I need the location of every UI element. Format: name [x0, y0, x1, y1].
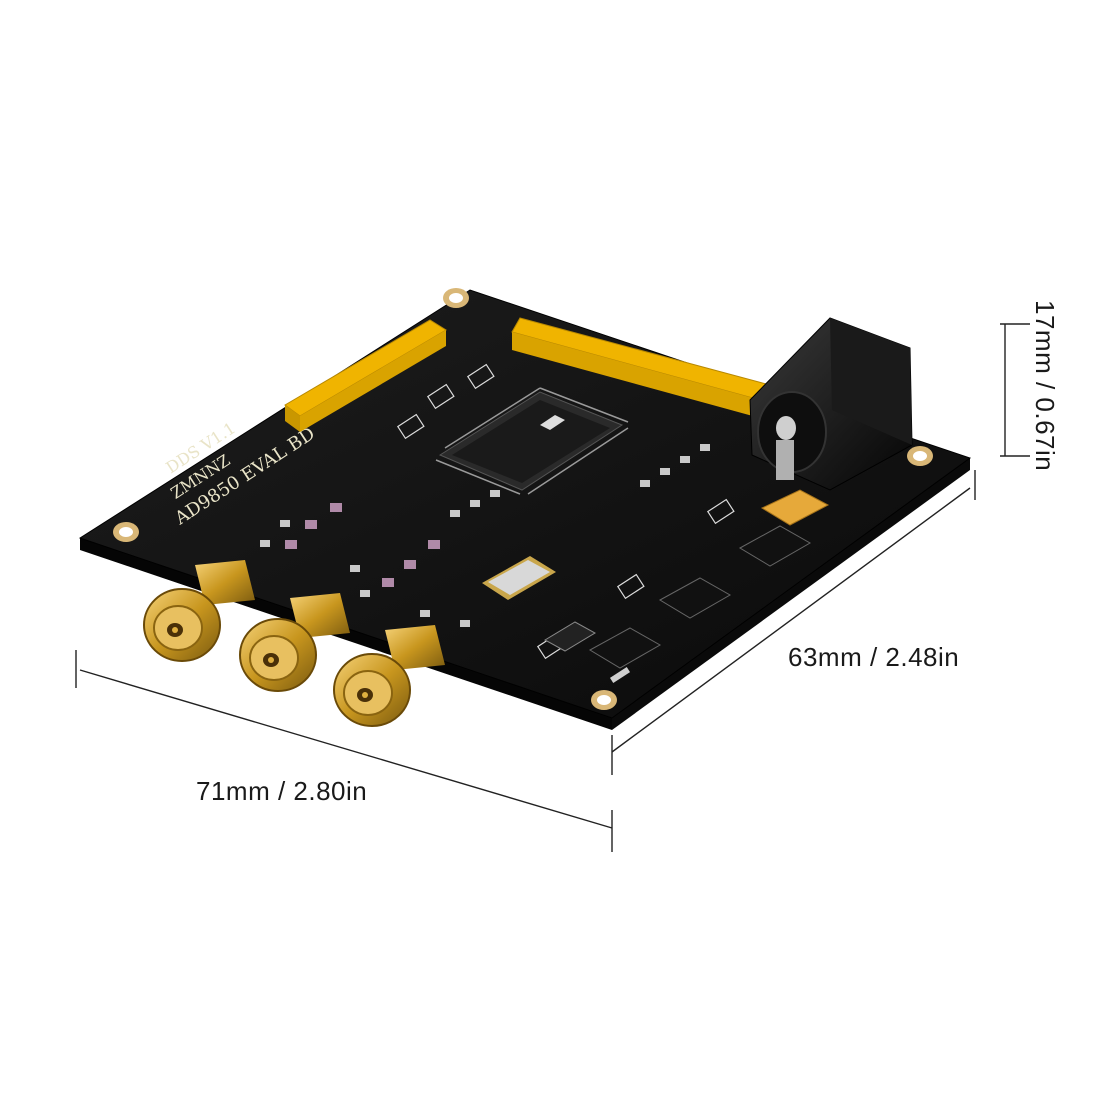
sma-connectors	[143, 560, 445, 727]
dimension-lines	[75, 323, 1030, 852]
crystal-oscillator	[482, 556, 556, 600]
pin-header-right	[511, 262, 771, 418]
smd-components	[260, 444, 710, 627]
silkscreen-markings	[396, 363, 735, 660]
sma-connector-2	[239, 593, 350, 692]
height-label: 17mm / 0.67in	[1030, 300, 1060, 471]
dds-chip	[435, 387, 629, 495]
pin-header-left	[284, 274, 447, 432]
voltage-regulators	[543, 525, 812, 683]
mounting-holes	[113, 288, 933, 710]
length-label: 71mm / 2.80in	[196, 776, 367, 806]
width-label: 63mm / 2.48in	[788, 642, 959, 672]
tantalum-capacitor	[760, 489, 830, 526]
sma-connector-3	[333, 625, 445, 727]
dc-power-jack	[749, 317, 913, 491]
sma-connector-1	[143, 560, 255, 662]
